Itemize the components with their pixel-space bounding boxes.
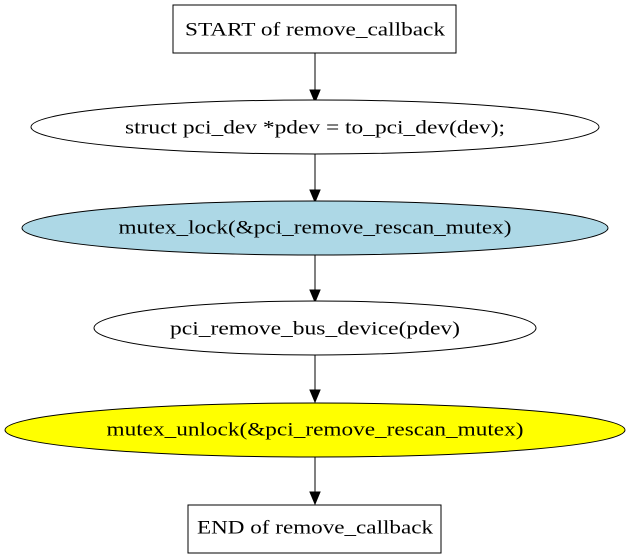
end-box — [187, 504, 442, 554]
remove-device-label: pci_remove_bus_device(pdev) — [170, 319, 460, 339]
unlock-label: mutex_unlock(&pci_remove_rescan_mutex) — [107, 420, 524, 440]
node-start: START of remove_callback — [172, 4, 457, 54]
lock-ellipse — [21, 200, 609, 256]
start-label: START of remove_callback — [185, 20, 446, 40]
edge-lock-to-remove-device — [309, 254, 321, 304]
edge-remove-device-to-unlock — [309, 354, 321, 404]
get-pdev-ellipse — [30, 99, 600, 155]
node-end: END of remove_callback — [187, 504, 442, 554]
start-box — [172, 4, 457, 54]
lock-label: mutex_lock(&pci_remove_rescan_mutex) — [119, 218, 512, 238]
end-label: END of remove_callback — [197, 518, 434, 538]
edges — [309, 53, 321, 506]
get-pdev-label: struct pci_dev *pdev = to_pci_dev(dev); — [125, 118, 505, 138]
node-unlock: mutex_unlock(&pci_remove_rescan_mutex) — [4, 402, 626, 458]
edge-get-pdev-to-lock — [309, 154, 321, 204]
remove-device-ellipse — [93, 300, 537, 356]
unlock-ellipse — [4, 402, 626, 458]
edge-unlock-to-end — [309, 455, 321, 506]
node-get-pdev: struct pci_dev *pdev = to_pci_dev(dev); — [30, 99, 600, 155]
node-lock: mutex_lock(&pci_remove_rescan_mutex) — [21, 200, 609, 256]
edge-start-to-get-pdev — [309, 53, 321, 104]
node-remove-device: pci_remove_bus_device(pdev) — [93, 300, 537, 356]
